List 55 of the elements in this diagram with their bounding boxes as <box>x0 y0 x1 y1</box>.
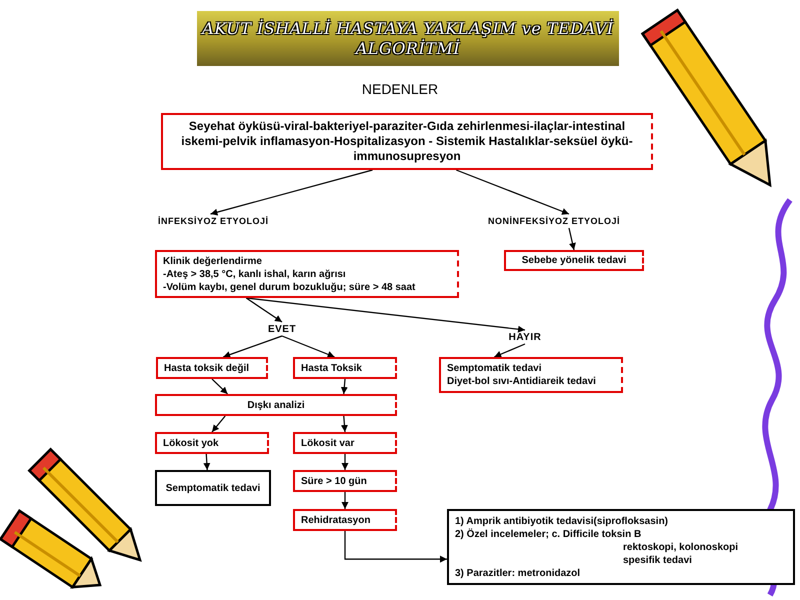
arrow <box>212 378 228 394</box>
box-text: -Volüm kaybı, genel durum bozukluğu; süre > 48 saat <box>163 280 416 294</box>
process-box <box>293 432 397 454</box>
process-box <box>155 394 397 416</box>
box-text: Klinik değerlendirme <box>163 254 263 268</box>
box-text: Diyet-bol sıvı-Antidiareik tedavi <box>447 375 597 388</box>
arrow <box>344 531 447 563</box>
box-text: Sebebe yönelik tedavi <box>520 254 628 267</box>
process-box <box>439 357 623 393</box>
node-label: EVET <box>266 322 298 336</box>
box-text: Rehidratasyon <box>301 514 372 526</box>
process-box <box>155 250 459 298</box>
arrow <box>210 169 373 216</box>
process-box <box>155 432 269 454</box>
node-label: NONİNFEKSİYOZ ETYOLOJİ <box>488 215 622 227</box>
section-heading: NEDENLER <box>360 81 440 97</box>
process-box <box>293 509 397 531</box>
box-text: Hasta Toksik <box>301 362 363 374</box>
process-box <box>447 509 795 585</box>
process-box <box>504 250 644 271</box>
node-label: İNFEKSİYOZ ETYOLOJİ <box>158 215 270 227</box>
arrow <box>246 298 282 322</box>
box-text: Hasta toksik değil <box>164 362 250 374</box>
box-text: 3) Parazitler: metronidazol <box>455 566 582 580</box>
box-text: rektoskopi, kolonoskopi <box>622 540 740 554</box>
node-label: HAYIR <box>508 330 542 344</box>
box-text: -Ateş > 38,5 °C, kanlı ishal, karın ağrısı <box>163 268 347 280</box>
arrow <box>212 416 226 432</box>
box-text: Semptomatik tedavi <box>447 362 542 375</box>
box-text: spesifik tedavi <box>622 554 693 566</box>
box-text: Süre > 10 gün <box>301 474 368 488</box>
process-box <box>155 470 271 506</box>
box-text: Seyehat öyküsü-viral-bakteriyel-paraziter-Gıda zehirlenmesi-ilaçlar-intestinal iskemi-pelvik inflamasyon-Hospitalizasyon - Sistemik Hastalıklar-seksüel öykü-immunosupresyon <box>180 119 634 164</box>
box-text: Lökosit yok <box>163 436 220 450</box>
process-box <box>156 357 268 379</box>
box-text: Lökosit var <box>301 436 356 450</box>
box-text: 1) Amprik antibiyotik tedavisi(siprofloksasin) <box>455 514 670 528</box>
arrow <box>342 454 348 470</box>
arrow <box>282 335 335 358</box>
arrow <box>203 454 210 470</box>
process-box <box>293 357 397 379</box>
arrow <box>342 492 348 509</box>
arrow <box>340 416 348 432</box>
box-text: Dışkı analizi <box>246 398 306 412</box>
title-banner: AKUT İSHALLİ HASTAYA YAKLAŞIM ve TEDAVİ ALGORİTMİ <box>197 11 619 66</box>
arrow <box>568 228 576 250</box>
process-box <box>161 113 653 170</box>
arrow <box>223 335 282 358</box>
arrow <box>456 169 570 215</box>
box-text: 2) Özel incelemeler; c. Difficile toksin B <box>455 528 642 540</box>
box-text: Semptomatik tedavi <box>164 482 262 494</box>
arrow <box>246 297 526 333</box>
process-box <box>293 470 397 492</box>
arrow <box>340 378 348 394</box>
arrow <box>494 343 526 358</box>
